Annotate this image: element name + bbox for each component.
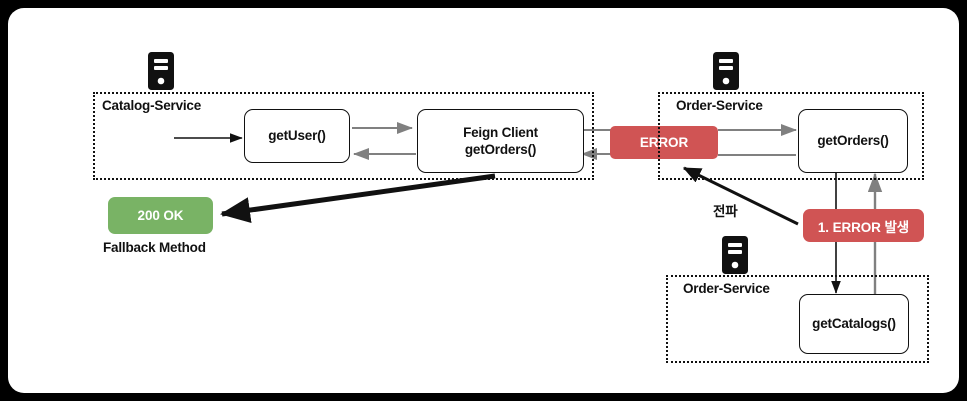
service-label-order-top: Order-Service	[676, 98, 763, 113]
server-icon-order-bottom	[722, 236, 748, 274]
server-icon-catalog	[148, 52, 174, 90]
method-label-getuser: getUser()	[268, 128, 326, 144]
arrow-fallback-to-200ok	[220, 173, 496, 224]
method-label-feign-client: Feign Client	[463, 124, 538, 140]
method-box-getuser[interactable]: getUser()	[244, 109, 350, 163]
status-badge-error-occurred-label: 1. ERROR 발생	[817, 219, 910, 235]
method-label-getorders: getOrders()	[817, 133, 889, 149]
method-box-getorders[interactable]: getOrders()	[798, 109, 908, 173]
method-box-getcatalogs[interactable]: getCatalogs()	[799, 294, 909, 354]
service-box-catalog	[93, 92, 594, 180]
method-box-feign-client[interactable]: Feign Client getOrders()	[417, 109, 584, 173]
method-label-feign-getorders: getOrders()	[464, 142, 537, 157]
method-label-getcatalogs: getCatalogs()	[812, 316, 896, 332]
server-icon-order-top	[713, 52, 739, 90]
status-badge-error-occurred: 1. ERROR 발생	[803, 209, 924, 242]
status-badge-label: 200 OK	[137, 208, 184, 223]
status-badge-200-ok: 200 OK	[108, 197, 213, 234]
status-badge-error-label: ERROR	[639, 135, 689, 150]
diagram-card: Catalog-Service getUser() Feign Client g…	[8, 8, 959, 393]
service-label-order-bottom: Order-Service	[683, 281, 770, 296]
status-badge-error: ERROR	[610, 126, 718, 159]
service-box-order-bottom	[666, 275, 929, 363]
service-box-order-top	[658, 92, 924, 180]
label-fallback-method: Fallback Method	[103, 240, 206, 255]
service-label-catalog: Catalog-Service	[102, 98, 202, 113]
label-propagation: 전파	[713, 204, 738, 219]
